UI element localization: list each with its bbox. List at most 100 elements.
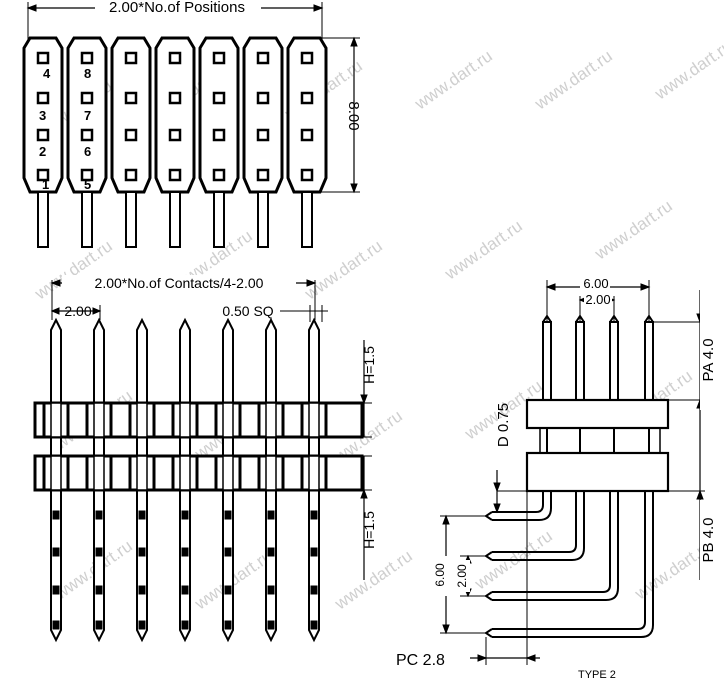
top-contact-square <box>300 128 314 142</box>
front-mid-pin <box>93 436 105 457</box>
watermark-text: www.dart.ru <box>411 46 496 114</box>
front-pin-mark <box>52 510 60 520</box>
front-pitch-label: 2.00 <box>64 303 91 319</box>
top-contact-square <box>256 91 270 105</box>
top-contact-square <box>168 128 182 142</box>
front-pin-mark <box>224 510 232 520</box>
top-view-pin <box>81 191 93 248</box>
d-label: D 0.75 <box>495 403 512 447</box>
front-pin-mark <box>224 620 232 630</box>
top-view-pin <box>301 191 313 248</box>
front-pin-mark <box>181 620 189 630</box>
side-left-span-bg <box>432 556 448 596</box>
top-contact-square <box>300 168 314 182</box>
front-pin-mark <box>181 547 189 557</box>
watermark-text: www.dart.ru <box>591 196 676 264</box>
front-body-pin-slot <box>179 402 191 438</box>
side-top-span-label: 6.00 <box>583 276 608 291</box>
pin-number: 8 <box>84 66 91 81</box>
front-body-pin-slot <box>265 402 277 438</box>
pin-size-label: 0.50 SQ <box>222 303 273 319</box>
front-body-pin-slot <box>222 402 234 438</box>
front-pin-mark <box>224 547 232 557</box>
top-contact-square <box>80 51 94 65</box>
front-mid-pin <box>136 436 148 457</box>
top-contact-square <box>168 51 182 65</box>
top-housing-cell <box>154 36 196 194</box>
front-view-body-ribs <box>42 402 328 491</box>
pb-label-bg <box>700 500 720 580</box>
front-pin-mark <box>181 510 189 520</box>
side-top-span-bg <box>580 277 610 291</box>
front-body-pin-slot <box>136 402 148 438</box>
front-body-pin-slot <box>136 455 148 491</box>
watermark-text: www.dart.ru <box>531 46 616 114</box>
front-body-pin-slot <box>93 402 105 438</box>
side-left-span-label: 6.00 <box>433 563 447 587</box>
side-top-pitch-bg <box>584 293 612 306</box>
front-upper-pin <box>50 317 62 404</box>
pin-number: 2 <box>39 144 46 159</box>
watermark-text: www.dart.ru <box>441 216 526 284</box>
pin-number: 6 <box>84 144 91 159</box>
front-pin-mark <box>95 585 103 595</box>
front-mid-pin <box>50 436 62 457</box>
front-view-pins <box>50 317 320 643</box>
top-view-pin <box>213 191 225 248</box>
front-pin-mark <box>267 510 275 520</box>
top-contact-square <box>256 168 270 182</box>
front-pin-mark <box>95 547 103 557</box>
front-mid-pin <box>265 436 277 457</box>
front-mid-pin <box>179 436 191 457</box>
front-body-pin-slot <box>308 455 320 491</box>
top-contact-square <box>212 168 226 182</box>
front-pin-mark <box>52 585 60 595</box>
pin-number: 3 <box>39 108 46 123</box>
top-contact-square <box>124 168 138 182</box>
type-label: TYPE 2 <box>578 669 616 681</box>
front-view <box>33 279 372 643</box>
top-contact-square <box>212 91 226 105</box>
pc-label: PC 2.8 <box>396 652 445 669</box>
front-pin-mark <box>138 620 146 630</box>
pin-number: 4 <box>43 66 51 81</box>
top-contact-square <box>300 91 314 105</box>
front-body-pin-slot <box>50 402 62 438</box>
top-contact-square <box>168 91 182 105</box>
front-body-pin-slot <box>50 455 62 491</box>
front-upper-pin <box>179 317 191 404</box>
front-upper-pin <box>308 317 320 404</box>
front-overall-label-bg <box>62 275 296 291</box>
h-upper-label: H=1.5 <box>361 346 377 384</box>
top-contact-square <box>80 168 94 182</box>
top-contact-square <box>212 128 226 142</box>
top-contact-square <box>168 168 182 182</box>
front-pin-mark <box>267 585 275 595</box>
front-pin-mark <box>95 620 103 630</box>
front-pin-mark <box>310 510 318 520</box>
front-mid-pin <box>308 436 320 457</box>
top-contact-square <box>80 91 94 105</box>
top-housing-cell <box>66 36 108 194</box>
front-pin-mark <box>181 585 189 595</box>
top-housing-cell <box>242 36 284 194</box>
top-view-pin <box>257 191 269 248</box>
front-body-pin-slot <box>222 455 234 491</box>
front-overall-label: 2.00*No.of Contacts/4-2.00 <box>95 275 264 291</box>
side-view <box>440 280 705 665</box>
front-upper-pin <box>222 317 234 404</box>
top-view-pin <box>37 191 49 248</box>
side-left-pitch-bg <box>456 560 470 592</box>
top-contact-square <box>36 128 50 142</box>
front-pin-mark <box>52 620 60 630</box>
top-contact-square <box>300 51 314 65</box>
pin-number: 1 <box>42 177 49 192</box>
top-contact-square <box>80 128 94 142</box>
front-body-pin-slot <box>308 402 320 438</box>
top-housing-cell <box>22 36 64 194</box>
side-left-pitch-label: 2.00 <box>455 564 469 588</box>
front-upper-pin <box>136 317 148 404</box>
front-body-pin-slot <box>93 455 105 491</box>
front-pin-mark <box>267 547 275 557</box>
